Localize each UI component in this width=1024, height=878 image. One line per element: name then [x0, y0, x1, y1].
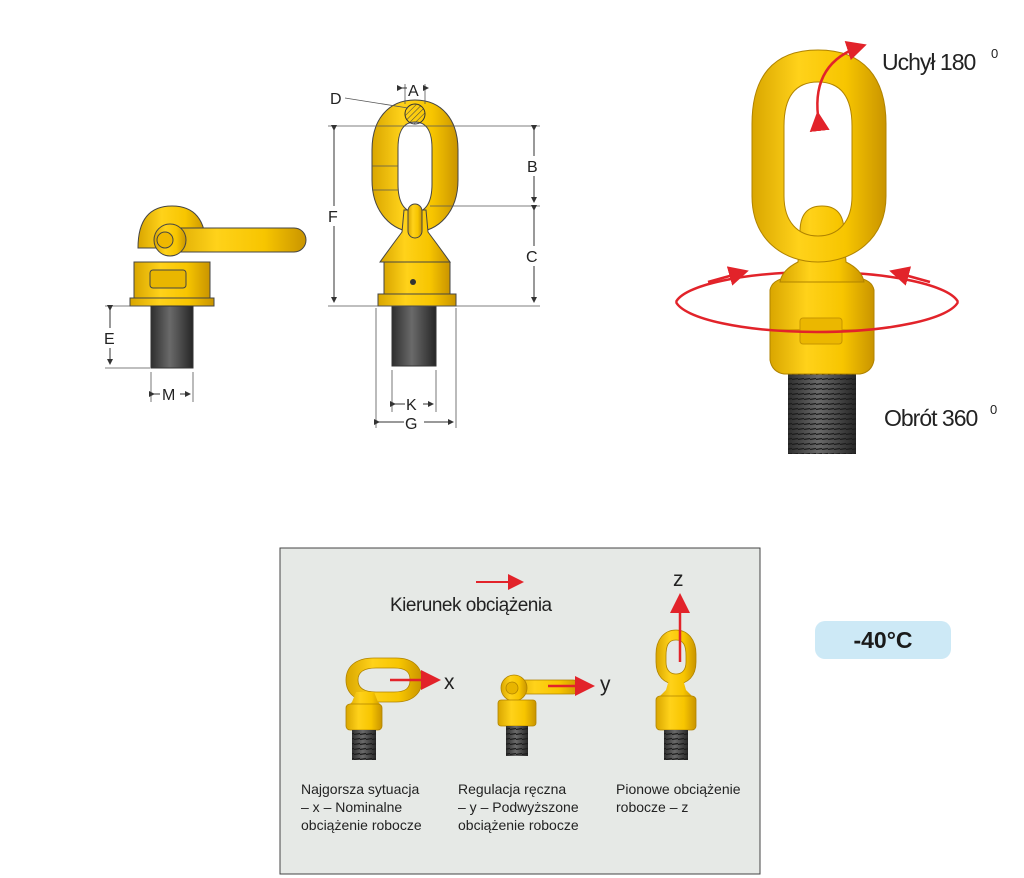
eyebolt-x-illustration	[345, 657, 441, 760]
dim-label-f: F	[328, 209, 338, 226]
rotate-superscript: 0	[990, 402, 997, 417]
swivel-eyebolt-render	[674, 41, 960, 454]
tilt-label: Uchył 180	[882, 49, 975, 75]
axis-label-z: z	[673, 568, 684, 591]
axis-label-y: y	[600, 673, 611, 696]
dim-label-c: C	[526, 249, 538, 266]
caption-x-line-3: obciążenie robocze	[301, 817, 422, 833]
eyebolt-y-illustration	[497, 674, 595, 756]
dim-label-b: B	[527, 159, 538, 176]
load-direction-title: Kierunek obciążenia	[390, 595, 553, 616]
caption-y-line-3: obciążenie robocze	[458, 817, 579, 833]
eyebolt-z-illustration	[655, 593, 697, 760]
dim-label-d: D	[330, 91, 342, 108]
temperature-badge: -40°C	[815, 621, 951, 659]
dim-label-g: G	[405, 416, 417, 433]
dim-label-e: E	[104, 331, 115, 348]
caption-z-line-1: Pionowe obciążenie	[616, 781, 741, 797]
load-direction-panel	[279, 547, 761, 875]
front-view-drawing	[328, 84, 540, 428]
caption-z: Pionowe obciążenie robocze – z	[616, 780, 741, 816]
side-view-drawing	[105, 205, 307, 402]
dim-label-a: A	[408, 83, 419, 100]
axis-label-x: x	[444, 671, 455, 694]
caption-y-line-2: – y – Podwyższone	[458, 799, 579, 815]
caption-x: Najgorsza sytuacja – x – Nominalne obcią…	[301, 780, 422, 834]
caption-z-line-2: robocze – z	[616, 799, 689, 815]
tilt-superscript: 0	[991, 46, 998, 61]
dim-label-k: K	[406, 397, 417, 414]
caption-y: Regulacja ręczna – y – Podwyższone obcią…	[458, 780, 579, 834]
rotate-label: Obrót 360	[884, 405, 977, 431]
caption-x-line-2: – x – Nominalne	[301, 799, 403, 815]
caption-x-line-1: Najgorsza sytuacja	[301, 781, 420, 797]
dim-label-m: M	[162, 387, 175, 404]
caption-y-line-1: Regulacja ręczna	[458, 781, 567, 797]
